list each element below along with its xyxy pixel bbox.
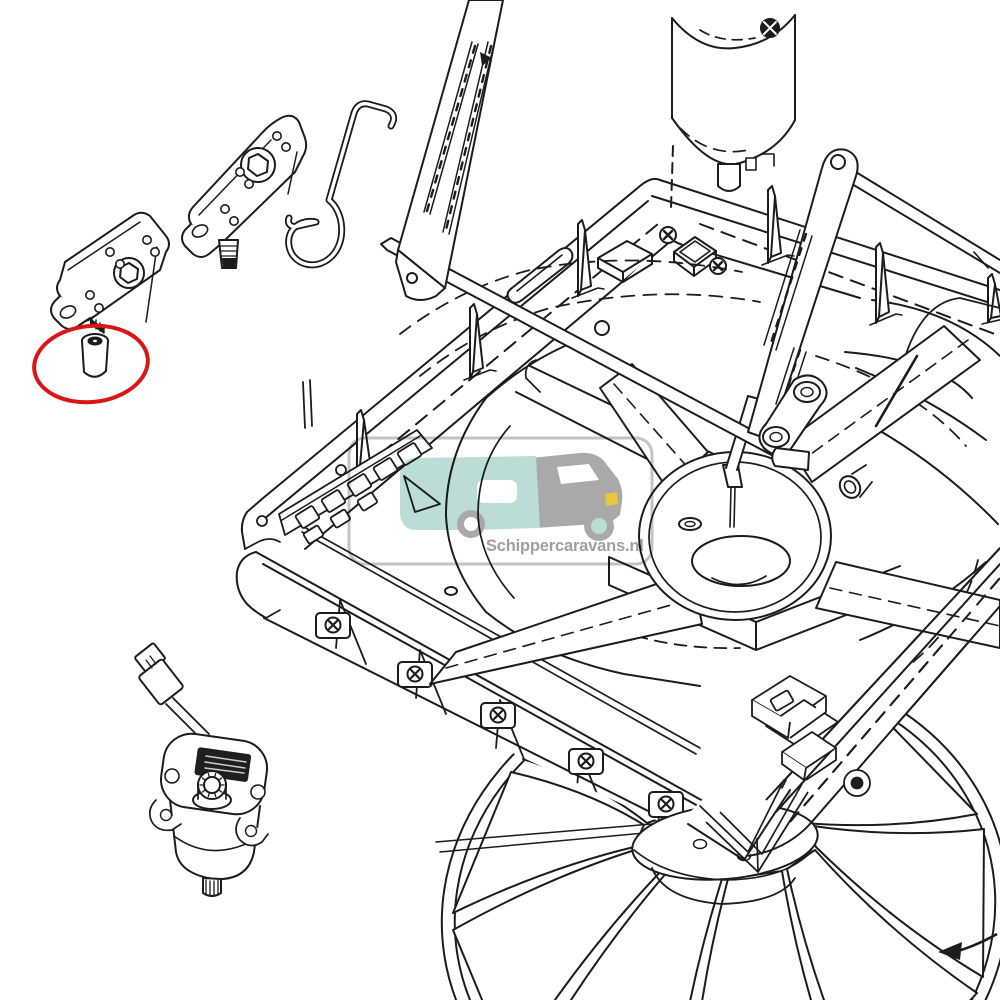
svg-text:Schippercaravans.nl: Schippercaravans.nl [486, 537, 644, 555]
